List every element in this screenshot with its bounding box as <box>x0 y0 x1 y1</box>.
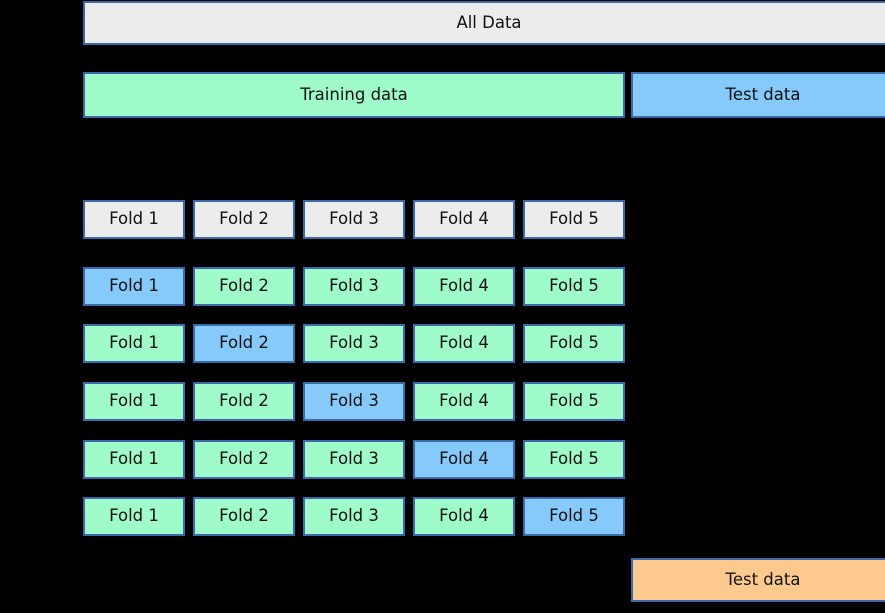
cv-fold-cell: Fold 2 <box>193 324 295 363</box>
cv-fold-cell: Fold 5 <box>523 497 625 536</box>
cv-fold-cell: Fold 3 <box>303 324 405 363</box>
cv-fold-cell: Fold 1 <box>83 324 185 363</box>
cv-fold-cell: Fold 2 <box>193 440 295 479</box>
cv-fold-cell: Fold 4 <box>413 382 515 421</box>
fold-header-cell: Fold 3 <box>303 200 405 239</box>
cv-fold-cell: Fold 3 <box>303 382 405 421</box>
fold-header-cell: Fold 2 <box>193 200 295 239</box>
cv-fold-cell: Fold 5 <box>523 267 625 306</box>
cv-split-row: Fold 1 Fold 2 Fold 3 Fold 4 Fold 5 <box>83 440 625 479</box>
cv-fold-cell: Fold 4 <box>413 440 515 479</box>
all-data-box: All Data <box>83 1 885 45</box>
cv-split-row: Fold 1 Fold 2 Fold 3 Fold 4 Fold 5 <box>83 267 625 306</box>
test-data-box: Test data <box>631 72 885 118</box>
cv-fold-cell: Fold 4 <box>413 497 515 536</box>
cv-fold-cell: Fold 5 <box>523 440 625 479</box>
cv-split-row: Fold 1 Fold 2 Fold 3 Fold 4 Fold 5 <box>83 382 625 421</box>
fold-header-cell: Fold 4 <box>413 200 515 239</box>
cv-split-row: Fold 1 Fold 2 Fold 3 Fold 4 Fold 5 <box>83 497 625 536</box>
cv-fold-cell: Fold 2 <box>193 267 295 306</box>
cv-split-row: Fold 1 Fold 2 Fold 3 Fold 4 Fold 5 <box>83 324 625 363</box>
cv-fold-cell: Fold 1 <box>83 267 185 306</box>
cv-fold-cell: Fold 2 <box>193 382 295 421</box>
fold-header-row: Fold 1 Fold 2 Fold 3 Fold 4 Fold 5 <box>83 200 625 239</box>
training-data-box: Training data <box>83 72 625 118</box>
cv-fold-cell: Fold 1 <box>83 440 185 479</box>
cv-fold-cell: Fold 1 <box>83 497 185 536</box>
cv-fold-cell: Fold 3 <box>303 440 405 479</box>
final-test-data-box: Test data <box>631 558 885 602</box>
fold-header-cell: Fold 5 <box>523 200 625 239</box>
fold-header-cell: Fold 1 <box>83 200 185 239</box>
cv-fold-cell: Fold 3 <box>303 497 405 536</box>
cv-fold-cell: Fold 3 <box>303 267 405 306</box>
cv-fold-cell: Fold 4 <box>413 324 515 363</box>
cv-fold-cell: Fold 2 <box>193 497 295 536</box>
cv-fold-cell: Fold 4 <box>413 267 515 306</box>
cv-fold-cell: Fold 1 <box>83 382 185 421</box>
cv-fold-cell: Fold 5 <box>523 382 625 421</box>
cv-fold-cell: Fold 5 <box>523 324 625 363</box>
